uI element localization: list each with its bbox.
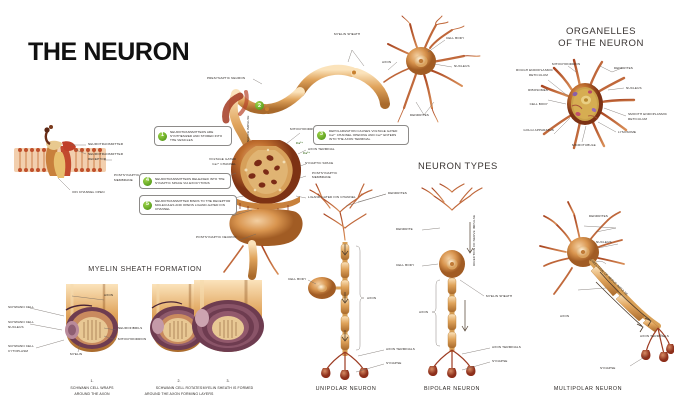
step-callout-4[interactable]: 4 NEUROTRANSMITTERS RELEASED INTO THE SY… <box>139 173 231 189</box>
label-bipolar-cell-body: CELL BODY <box>396 263 415 267</box>
label-org-smooth-er-l2: RETICULUM <box>628 117 648 121</box>
label-multipolar-synapse: SYNAPSE <box>600 366 616 370</box>
label-myelin-sheath: MYELIN SHEATH <box>334 32 361 36</box>
label-unipolar-synapse: SYNAPSE <box>386 361 402 365</box>
unipolar-neuron-illustration <box>308 183 373 380</box>
myelin-step-2-line1: SCHWANN CELL ROTATES <box>155 386 203 390</box>
label-synaptic-space: SYNAPTIC SPACE <box>305 161 334 165</box>
myelin-stage-3 <box>192 280 264 352</box>
label-dendrites-main: DENDRITES <box>410 113 429 117</box>
label-multipolar-dendrites: DENDRITES <box>589 214 608 218</box>
myelin-step-2-line2: AROUND THE AXON FORMING LAYERS <box>144 392 214 396</box>
label-neurotransmitter-receptor-l2: RECEPTOR <box>88 157 107 161</box>
label-bipolar-axon: AXON <box>419 310 429 314</box>
label-calcium-ion-1: Ca²⁺ <box>296 141 304 145</box>
step-badge-2[interactable]: 2 <box>255 101 264 110</box>
myelin-title: MYELIN SHEATH FORMATION <box>88 264 202 273</box>
step-callout-1[interactable]: 1 NEUROTRANSMITTERS ARE SYNTHESIZED AND … <box>154 126 232 147</box>
multipolar-neuron-name: MULTIPOLAR NEURON <box>553 386 623 392</box>
myelin-step-1-line1: SCHWANN CELL WRAPS <box>70 386 114 390</box>
label-org-microtubule: MICROTUBULE <box>572 143 596 147</box>
label-presynaptic-neuron: PRESYNAPTIC NEURON <box>207 76 246 80</box>
label-unipolar-cell-body: CELL BODY <box>288 277 307 281</box>
step-callout-5[interactable]: 5 NEUROTRANSMITTER BINDS TO THE RECEPTOR… <box>139 195 237 216</box>
label-myelin: MYELIN <box>70 352 83 356</box>
label-org-nucleus: NUCLEUS <box>626 86 642 90</box>
label-voltage-gated-l2: Ca²⁺ CHANNEL <box>212 162 236 166</box>
step-badge-4: 4 <box>143 176 152 186</box>
label-org-rough-er-l2: RETICULUM <box>528 73 548 77</box>
myelin-step-1-num: 1. <box>90 379 94 383</box>
step-badge-3: 3 <box>317 130 326 140</box>
label-org-smooth-er-l1: SMOOTH ENDOPLASMIC <box>628 112 668 116</box>
label-axon-terminal: AXON TERMINAL <box>308 147 335 151</box>
label-bipolar-direction: DIRECTION OF NERVE IMPULSE <box>472 214 476 266</box>
label-multipolar-axon-terminals: AXON TERMINALS <box>640 334 669 338</box>
step-text-1: NEUROTRANSMITTERS ARE SYNTHESIZED AND ST… <box>170 129 223 143</box>
step-text-4: NEUROTRANSMITTERS RELEASED INTO THE SYNA… <box>155 176 225 185</box>
label-myelin-axon: AXON <box>104 293 114 297</box>
label-nerve-impulse: NERVE IMPULSE <box>246 115 250 142</box>
label-multipolar-axon: AXON <box>560 314 570 318</box>
axon-terminal-bulb <box>230 140 302 215</box>
label-org-cell-body: CELL BODY <box>529 102 548 106</box>
label-schwann-cell: SCHWANN CELL <box>8 305 34 309</box>
organelles-illustration <box>536 58 636 150</box>
label-calcium-ion-2: Ca²⁺ <box>303 151 311 155</box>
bipolar-neuron-name: BIPOLAR NEURON <box>424 386 480 392</box>
label-mitochondrion-synapse: MITOCHONDRION <box>290 127 319 131</box>
label-postsynaptic-membrane-detail-l2: MEMBRANE <box>114 178 133 182</box>
myelin-stage-2 <box>150 284 206 352</box>
step-text-3: DEPOLARIZATION CAUSES VOLTAGE GATED Ca²⁺… <box>329 128 398 142</box>
label-nucleus-main: NUCLEUS <box>454 64 470 68</box>
label-unipolar-axon-terminals: AXON TERMINALS <box>386 347 415 351</box>
page-title: THE NEURON <box>28 38 190 66</box>
label-postsynaptic-membrane: POSTSYNAPTIC MEMBRANE <box>312 171 338 180</box>
label-multipolar-nucleus: NUCLEUS <box>596 240 612 244</box>
step-badge-5: 5 <box>143 200 152 210</box>
label-bipolar-myelin-sheath: MYELIN SHEATH <box>486 294 513 298</box>
label-org-dendrites: DENDRITES <box>614 66 633 70</box>
label-org-lysosome: LYSOSOME <box>618 130 637 134</box>
label-postsynaptic-neuron: POSTSYNAPTIC NEURON <box>196 235 237 239</box>
unipolar-neuron-name: UNIPOLAR NEURON <box>315 386 377 392</box>
myelin-step-3-line1: MYELIN SHEATH IS FORMED <box>202 386 254 390</box>
label-bipolar-synapse: SYNAPSE <box>492 359 508 363</box>
label-org-mitochondrion: MITOCHONDRION <box>552 62 581 66</box>
label-org-ribosomes: RIBOSOMES <box>528 88 548 92</box>
label-bipolar-dendrite: DENDRITE <box>396 227 413 231</box>
label-ligand-gated-ion-channel: LIGAND-GATED ION CHANNEL <box>308 195 356 199</box>
label-schwann-nucleus-l2: NUCLEUS <box>8 325 24 329</box>
myelin-step-2-num: 2. <box>177 379 181 383</box>
myelin-step-3-num: 3. <box>226 379 230 383</box>
myelin-step-1-line2: AROUND THE AXON <box>74 392 110 396</box>
label-schwann-nucleus-l1: SCHWANN CELL <box>8 320 34 324</box>
label-org-golgi: GOLGI APPARATUS <box>523 128 554 132</box>
organelles-title-line1: ORGANELLES <box>565 26 637 37</box>
neuron-types-title: NEURON TYPES <box>418 160 498 171</box>
label-unipolar-axon: AXON <box>367 296 377 300</box>
bipolar-neuron-illustration <box>421 183 483 378</box>
label-cell-body-main: CELL BODY <box>446 36 465 40</box>
label-org-rough-er-l1: ROUGH ENDOPLASMIC <box>516 68 553 72</box>
main-soma <box>383 15 481 123</box>
label-bipolar-axon-terminals: AXON TERMINALS <box>492 345 521 349</box>
label-unipolar-dendrites: DENDRITES <box>388 191 407 195</box>
label-voltage-gated-l1: VOLTAGE GATED <box>208 157 236 161</box>
label-schwann-cytoplasm-l2: CYTOPLASM <box>8 349 29 353</box>
label-myelin-mitochondrion: MITOCHONDRION <box>118 337 147 341</box>
label-postsynaptic-membrane-detail-l1: POSTSYNAPTIC <box>114 173 140 177</box>
label-schwann-cytoplasm-l1: SCHWANN CELL <box>8 344 34 348</box>
label-neurofibrils: NEUROFIBRILS <box>118 326 143 330</box>
label-ion-channel-open: ION CHANNEL OPEN <box>72 190 105 194</box>
step-callout-3[interactable]: 3 DEPOLARIZATION CAUSES VOLTAGE GATED Ca… <box>313 125 409 146</box>
label-axon-main: AXON <box>382 60 392 64</box>
step-badge-1: 1 <box>158 131 167 141</box>
step-text-5: NEUROTRANSMITTER BINDS TO THE RECEPTOR M… <box>155 198 231 212</box>
label-neurotransmitter: NEUROTRANSMITTER <box>88 142 124 146</box>
label-neurotransmitter-receptor-l1: NEUROTRANSMITTER <box>88 152 124 156</box>
label-multipolar-direction: DIRECTION OF NERVE IMPULSE <box>589 258 629 297</box>
organelles-title-line2: OF THE NEURON <box>558 38 644 49</box>
